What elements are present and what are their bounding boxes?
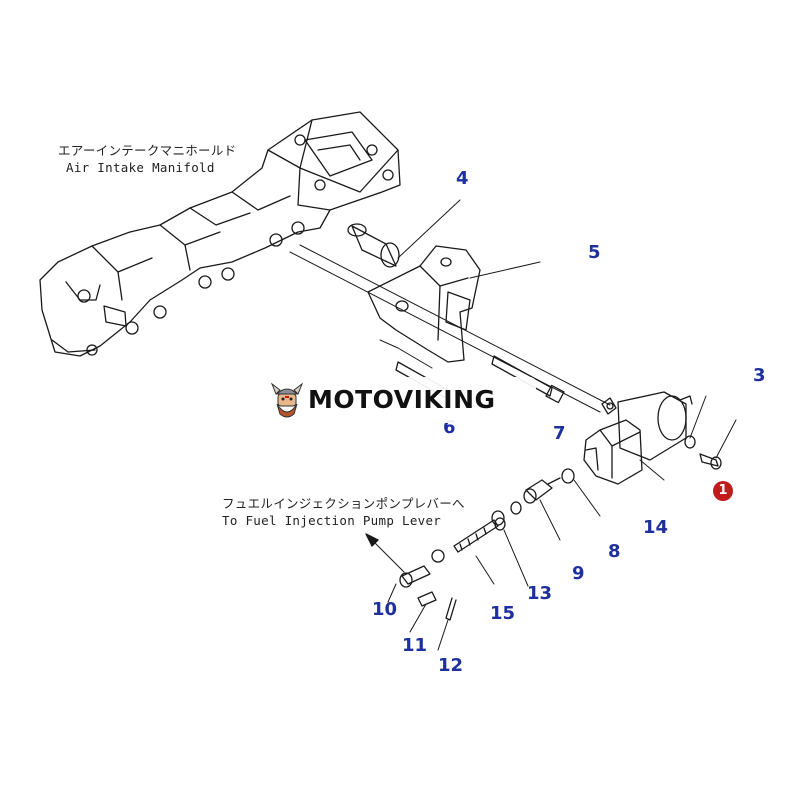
part-number-4: 4 (456, 168, 469, 189)
manifold-caption-jp: エアーインテークマニホールド (58, 143, 237, 158)
part-number-8: 8 (608, 541, 621, 562)
nut-part-11 (409, 591, 437, 633)
washer-part-3 (684, 395, 707, 449)
rod-end-part-9 (510, 477, 561, 541)
nut-part-13 (494, 517, 529, 587)
cotter-pin-part-12 (437, 597, 457, 651)
part-number-10: 10 (372, 599, 398, 620)
spacer-part-4 (347, 199, 461, 268)
nut-part-8 (561, 468, 601, 517)
rod-part-15 (453, 510, 505, 585)
part-number-12: 12 (438, 655, 464, 676)
part-number-13: 13 (527, 583, 553, 604)
part-number-14: 14 (643, 517, 669, 538)
bolt-part-1 (699, 419, 737, 470)
part-number-badge-1: 1 (713, 481, 733, 501)
ball-joint-part-10 (387, 549, 445, 603)
air-intake-manifold (39, 111, 401, 357)
part-number-9: 9 (572, 563, 585, 584)
manifold-caption-en: Air Intake Manifold (66, 160, 215, 175)
fuel-lever-caption-en: To Fuel Injection Pump Lever (222, 513, 442, 528)
watermark-banner: MOTOVIKING (262, 377, 536, 423)
part-number-15: 15 (490, 603, 516, 624)
part-number-11: 11 (402, 635, 428, 656)
part-number-5: 5 (588, 242, 601, 263)
part-number-7: 7 (553, 423, 566, 444)
fuel-lever-caption-jp: フュエルインジェクションポンプレバーへ (222, 496, 465, 511)
arrow-to-pump-lever (365, 533, 405, 573)
solenoid-part-14 (583, 391, 693, 485)
viking-logo-icon (270, 382, 304, 418)
mount-plate-part-7 (601, 397, 617, 415)
watermark-text: MOTOVIKING (308, 385, 496, 414)
part-number-3: 3 (753, 365, 766, 386)
bracket-part-5 (367, 245, 541, 369)
